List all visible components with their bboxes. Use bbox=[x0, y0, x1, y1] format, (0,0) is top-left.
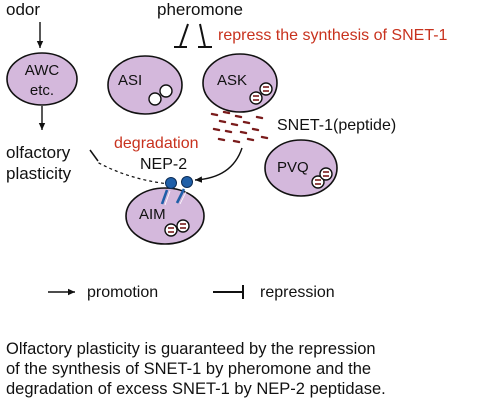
caption-line: degradation of excess SNET-1 by NEP-2 pe… bbox=[6, 380, 386, 398]
plasticity-label-line2: plasticity bbox=[6, 164, 72, 183]
caption-line: Olfactory plasticity is guaranteed by th… bbox=[6, 340, 376, 358]
legend-repression-symbol bbox=[213, 285, 244, 299]
degradation-label: degradation bbox=[114, 135, 199, 152]
peptide-vesicle bbox=[311, 175, 325, 189]
asi-label: ASI bbox=[118, 72, 142, 89]
awc-cell bbox=[6, 52, 78, 106]
repress-synthesis-label: repress the synthesis of SNET-1 bbox=[218, 27, 448, 44]
snet1-peptide-label: SNET-1(peptide) bbox=[277, 117, 396, 134]
peptide-to-nep2-arrow bbox=[194, 147, 243, 183]
pvq-label: PVQ bbox=[277, 159, 309, 176]
plasticity-repression-bar bbox=[89, 149, 99, 162]
pheromone-label: pheromone bbox=[157, 0, 243, 19]
snet1-peptide-dots bbox=[210, 110, 269, 144]
peptide-vesicle bbox=[259, 82, 273, 96]
peptide-vesicle bbox=[319, 167, 333, 181]
awc-etc-label: etc. bbox=[30, 82, 54, 99]
plasticity-label-line1: olfactory bbox=[6, 143, 71, 162]
asi-cell bbox=[107, 55, 183, 115]
figure-caption: Olfactory plasticity is guaranteed by th… bbox=[6, 339, 494, 399]
awc-label: AWC bbox=[25, 62, 60, 79]
nep2-receptor-left bbox=[160, 177, 177, 206]
pheromone-repression-symbol bbox=[174, 23, 212, 48]
pathway-diagram: odor AWC etc. olfactory plasticity phero… bbox=[6, 0, 448, 301]
ask-label: ASK bbox=[217, 72, 247, 89]
legend-promotion-label: promotion bbox=[87, 284, 158, 301]
aim-label: AIM bbox=[139, 206, 166, 223]
caption-line: of the synthesis of SNET-1 by pheromone … bbox=[6, 360, 372, 378]
empty-vesicle bbox=[159, 84, 173, 98]
nep2-to-plasticity-dashed-line bbox=[96, 161, 171, 185]
empty-vesicle bbox=[148, 92, 162, 106]
peptide-vesicle bbox=[176, 219, 190, 233]
nep2-receptor-right bbox=[175, 176, 193, 205]
nep2-label: NEP-2 bbox=[140, 156, 187, 173]
peptide-vesicle bbox=[249, 91, 263, 105]
odor-label: odor bbox=[6, 0, 40, 19]
legend-repression-label: repression bbox=[260, 284, 335, 301]
peptide-vesicle bbox=[164, 223, 178, 237]
